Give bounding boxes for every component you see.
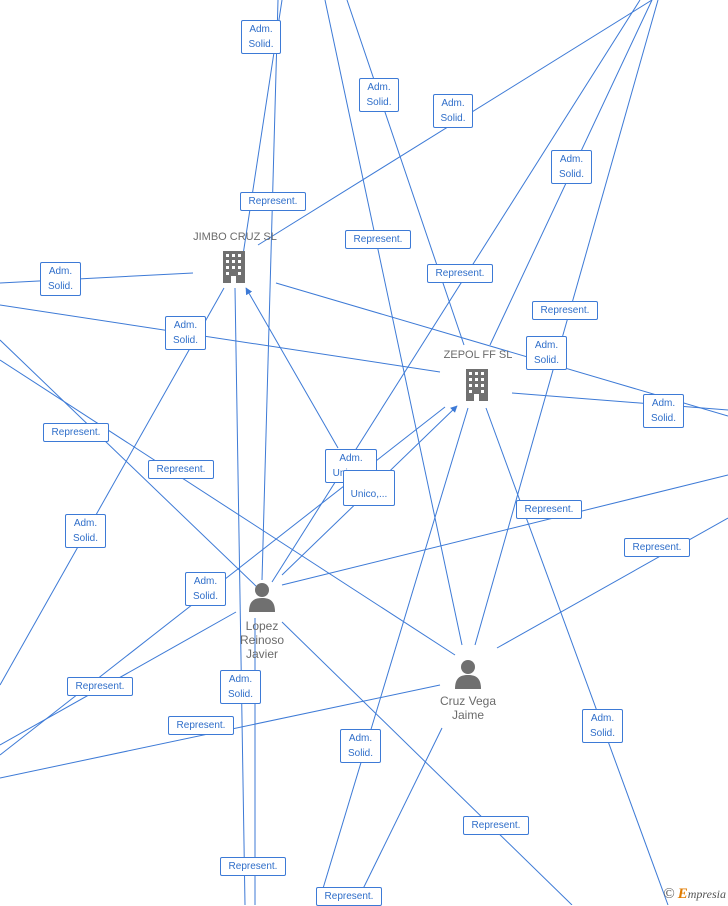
edge-label[interactable]: Adm. Solid. [40,262,81,296]
brand-name: mpresia [687,887,726,901]
edge-label[interactable]: Adm. Solid. [241,20,281,54]
empresia-watermark: © Empresia [663,886,726,903]
edge [0,287,225,686]
edge [281,621,573,905]
edge-label[interactable]: Adm. Solid. [526,336,567,370]
person-name-label: Lopez Reinoso Javier [239,619,285,661]
edge [359,727,443,896]
edge [496,517,728,649]
edge [0,304,441,373]
edge [317,407,469,905]
edge [261,0,279,581]
edge-label[interactable]: Represent. [240,192,306,211]
edge [324,0,463,646]
edge [0,272,194,284]
edge [0,359,456,656]
copyright-symbol: © [663,886,675,902]
person-icon [455,660,481,689]
edge-label[interactable]: Adm. Solid. [65,514,106,548]
edge-label[interactable]: Unico,... [343,470,395,506]
edge-label[interactable]: Represent. [148,460,214,479]
edge-label[interactable]: Represent. [316,887,382,906]
edge [234,287,246,905]
edge [511,392,728,411]
edge-label[interactable]: Adm. Solid. [551,150,592,184]
edge-label[interactable]: Adm. Solid. [220,670,261,704]
edge-label[interactable]: Represent. [220,857,286,876]
edge [0,339,259,589]
edge-label[interactable]: Adm. Solid. [165,316,206,350]
edge-label[interactable]: Adm. Solid. [643,394,684,428]
edge-label[interactable]: Adm. Solid. [185,572,226,606]
edge [245,287,339,449]
edge-label[interactable]: Represent. [516,500,582,519]
edge-label[interactable]: Represent. [463,816,529,835]
edge-label[interactable]: Adm. Solid. [359,78,399,112]
edge [346,0,465,346]
edge-label[interactable]: Represent. [43,423,109,442]
person-icon [249,583,275,612]
brand-initial: E [677,886,688,902]
building-icon [466,369,488,401]
edge-label[interactable]: Represent. [427,264,493,283]
edge-label[interactable]: Represent. [168,716,234,735]
edge-label[interactable]: Represent. [532,301,598,320]
person-node-cruz-vega[interactable]: Cruz Vega Jaime [428,659,508,725]
edge [281,474,728,586]
person-node-lopez-reinoso[interactable]: Lopez Reinoso Javier [222,582,302,662]
edge [474,0,659,646]
edge [485,407,669,905]
building-icon [223,251,245,283]
company-name-label: JIMBO CRUZ SL [193,231,277,243]
edge-label[interactable]: Adm. Solid. [582,709,623,743]
edge [275,282,728,417]
company-node-zepol-ff[interactable]: ZEPOL FF SL [428,346,528,408]
edge-label[interactable]: Represent. [67,677,133,696]
person-name-label: Cruz Vega Jaime [439,694,497,722]
company-node-jimbo-cruz[interactable]: JIMBO CRUZ SL [185,228,285,288]
company-name-label: ZEPOL FF SL [443,349,513,361]
edge-label[interactable]: Represent. [345,230,411,249]
edge-label[interactable]: Adm. Solid. [433,94,473,128]
edge [271,0,641,583]
edge-label[interactable]: Adm. Solid. [340,729,381,763]
edge-label[interactable]: Represent. [624,538,690,557]
